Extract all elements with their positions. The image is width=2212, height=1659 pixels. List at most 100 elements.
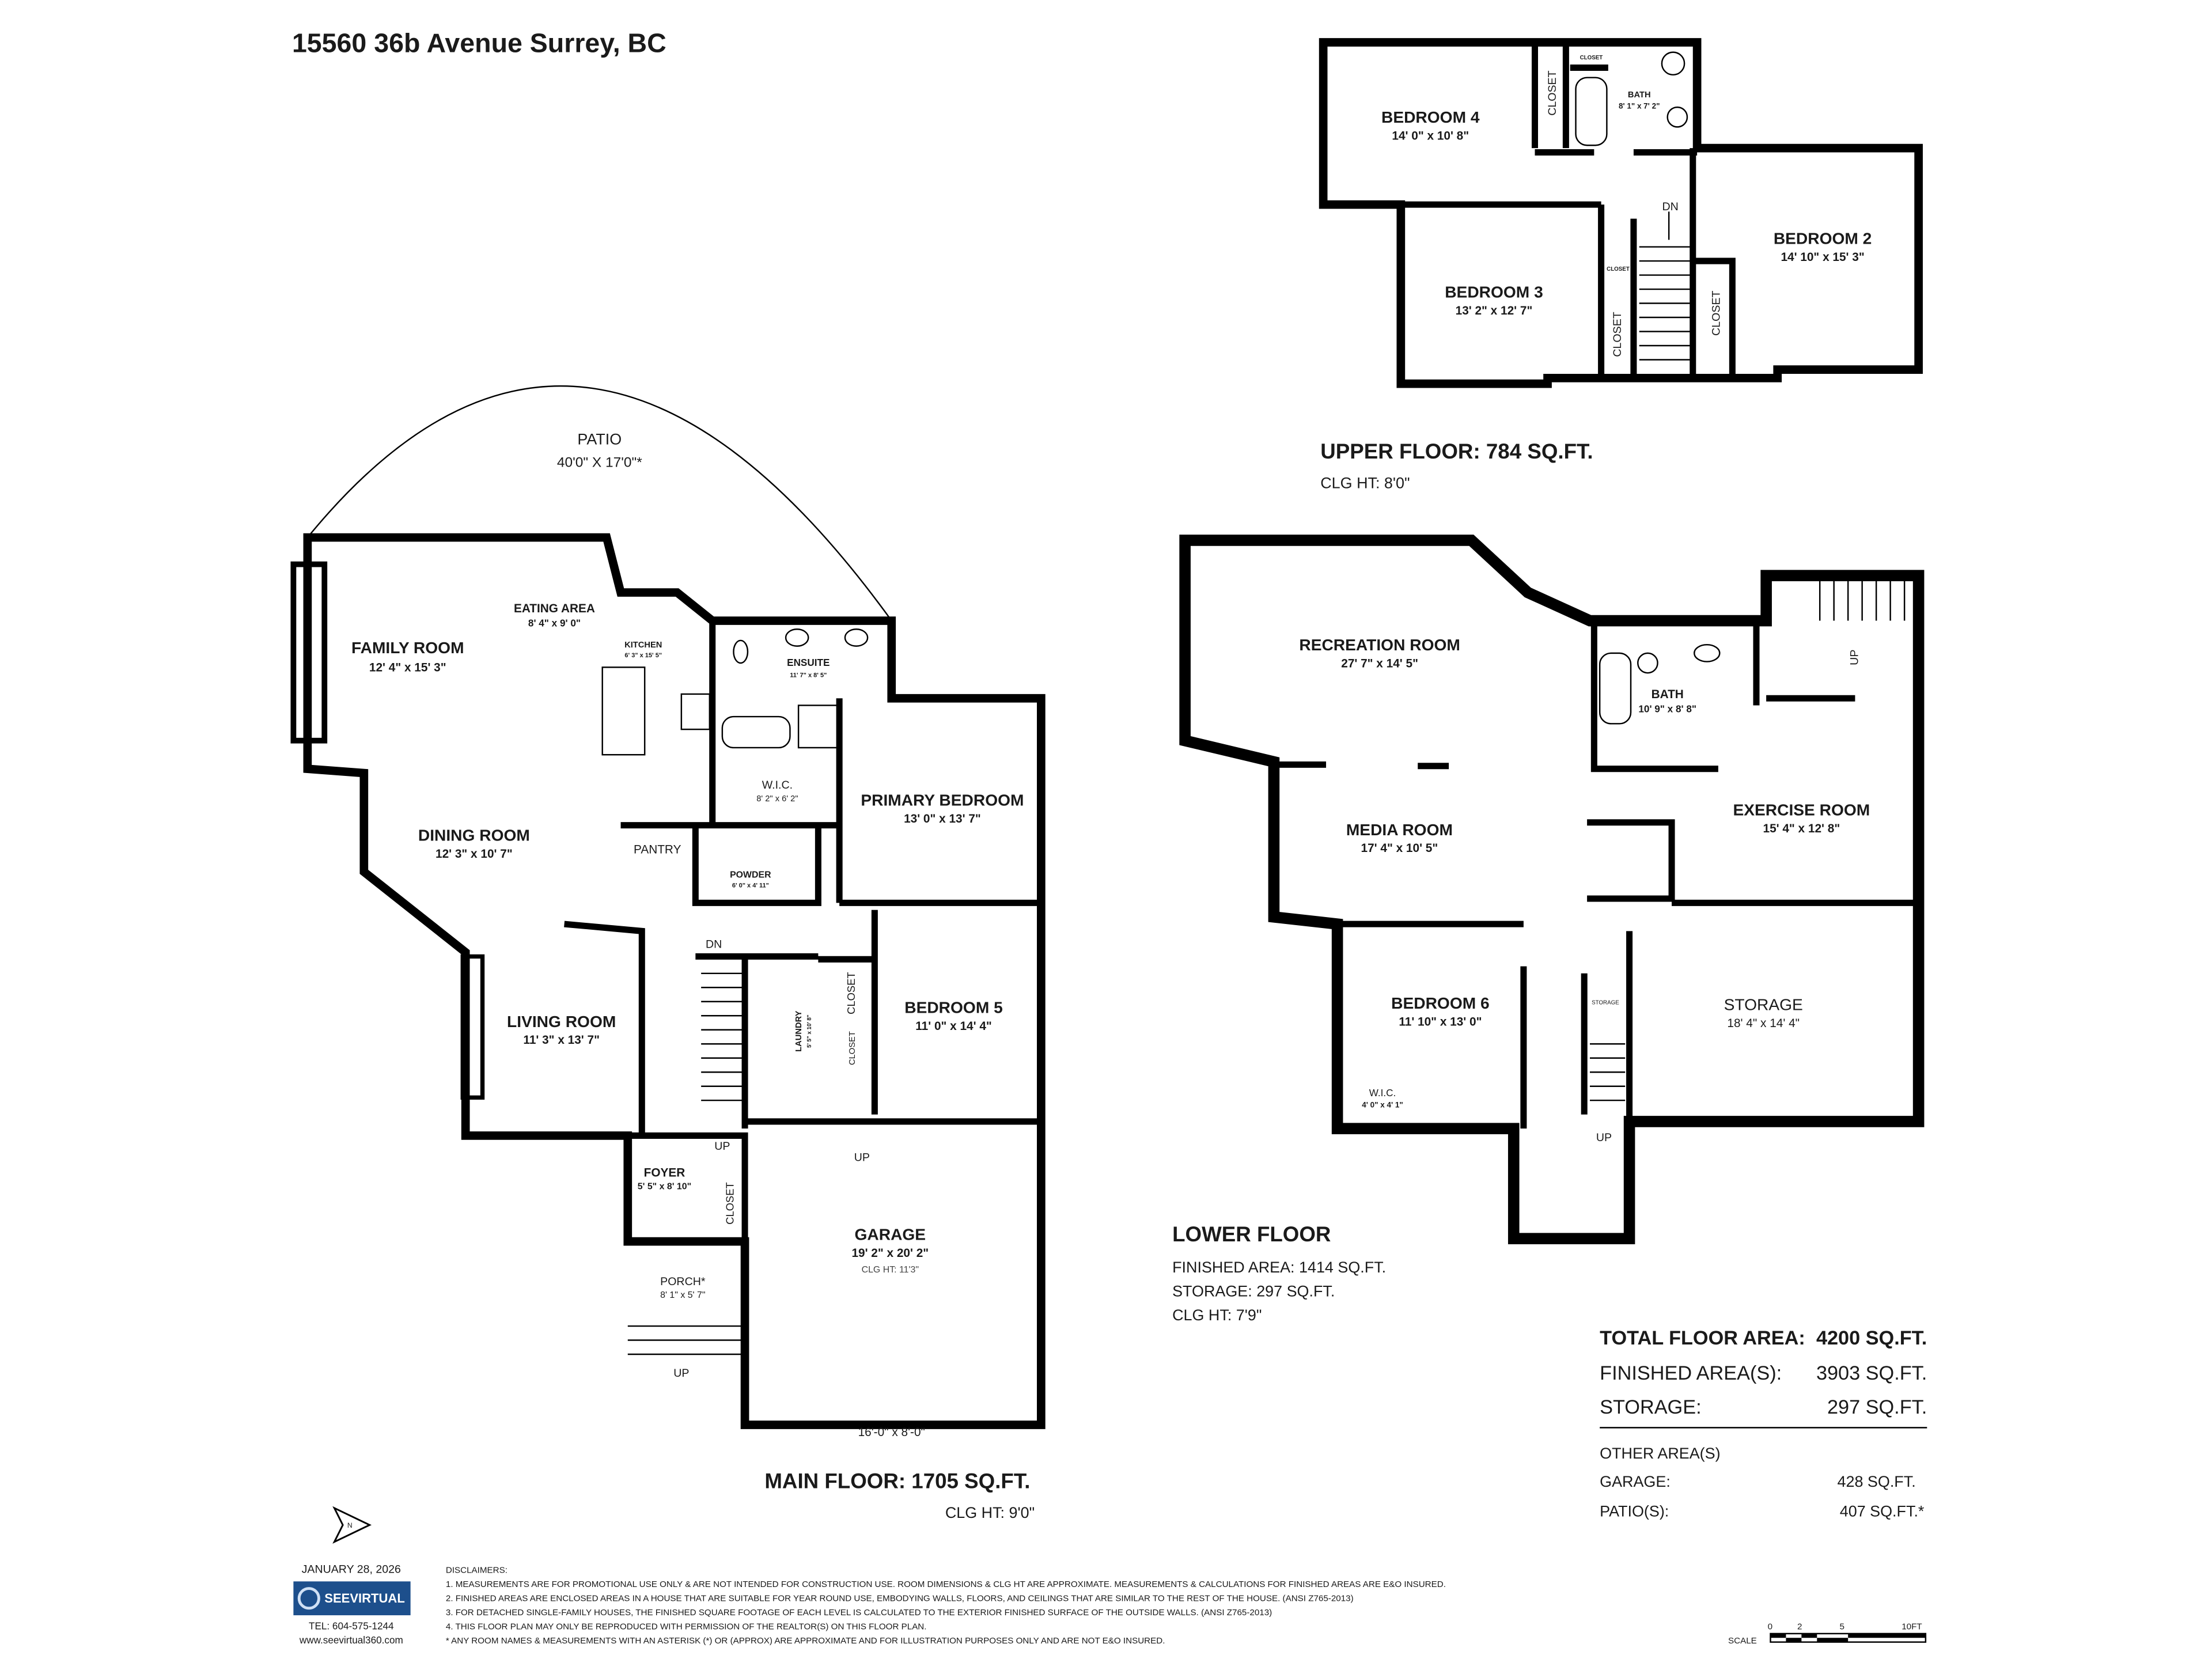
room-dimensions: 14' 0" x 10' 8" bbox=[1392, 129, 1469, 142]
room-label: POWDER bbox=[730, 870, 771, 880]
room-label: PANTRY bbox=[634, 843, 681, 857]
svg-text:* ANY ROOM NAMES & MEASUREMENT: * ANY ROOM NAMES & MEASUREMENTS WITH AN … bbox=[446, 1636, 1165, 1646]
room-label: W.I.C. bbox=[762, 779, 793, 791]
room-dimensions: 18' 4" x 14' 4" bbox=[1727, 1017, 1800, 1030]
garage-area-label: GARAGE: bbox=[1600, 1473, 1671, 1490]
room-dimensions: 8' 1" x 7' 2" bbox=[1619, 102, 1660, 111]
room-label: BEDROOM 3 bbox=[1445, 283, 1543, 301]
room-label: FOYER bbox=[644, 1166, 685, 1179]
svg-text:3. FOR DETACHED SINGLE-FAMILY: 3. FOR DETACHED SINGLE-FAMILY HOUSES, TH… bbox=[446, 1608, 1272, 1618]
lower-floor-title: LOWER FLOOR bbox=[1172, 1222, 1331, 1246]
stair-up-label: UP bbox=[1848, 650, 1861, 665]
svg-text:4. THIS FLOOR PLAN MAY ONLY BE: 4. THIS FLOOR PLAN MAY ONLY BE REPRODUCE… bbox=[446, 1622, 927, 1632]
room-label: GARAGE bbox=[855, 1226, 926, 1244]
patio-outline bbox=[306, 385, 892, 622]
storage-area-value: 297 SQ.FT. bbox=[1827, 1396, 1927, 1418]
room-dimensions: 11' 3" x 13' 7" bbox=[523, 1033, 600, 1047]
storage-area-label: STORAGE: bbox=[1600, 1396, 1701, 1418]
svg-text:SEEVIRTUAL: SEEVIRTUAL bbox=[324, 1591, 405, 1605]
stair-up-label: UP bbox=[673, 1367, 689, 1380]
room-dimensions: 19' 2" x 20' 2" bbox=[851, 1247, 929, 1260]
main-floor-area: MAIN FLOOR: 1705 SQ.FT. bbox=[764, 1469, 1030, 1493]
room-dimensions: 17' 4" x 10' 5" bbox=[1361, 842, 1438, 855]
room-label: MEDIA ROOM bbox=[1346, 821, 1453, 839]
room-label: KITCHEN bbox=[624, 641, 662, 650]
room-dimensions: 5' 5" x 8' 10" bbox=[638, 1181, 691, 1191]
stair-dn-label: DN bbox=[1662, 200, 1678, 213]
room-dimensions: 14' 10" x 15' 3" bbox=[1781, 251, 1864, 264]
room-dimensions: 15' 4" x 12' 8" bbox=[1763, 822, 1840, 835]
room-dimensions: 8' 2" x 6' 2" bbox=[756, 794, 798, 804]
room-dimensions: 10' 9" x 8' 8" bbox=[1638, 703, 1696, 715]
room-dimensions: 4' 0" x 4' 1" bbox=[1362, 1100, 1403, 1109]
room-label: RECREATION ROOM bbox=[1299, 636, 1460, 654]
stair-up-label: UP bbox=[714, 1140, 730, 1153]
svg-text:N: N bbox=[347, 1521, 353, 1529]
room-label: BEDROOM 4 bbox=[1381, 108, 1480, 126]
closet-label: CLOSET bbox=[1580, 55, 1603, 61]
room-dimensions: 6' 0" x 4' 11" bbox=[732, 882, 769, 889]
lower-floor-plan: RECREATION ROOM 27' 7" x 14' 5" BATH 10'… bbox=[1179, 535, 1925, 1244]
room-dimensions: 13' 2" x 12' 7" bbox=[1456, 304, 1533, 317]
closet-label: CLOSET bbox=[724, 1182, 736, 1224]
lower-storage-area: STORAGE: 297 SQ.FT. bbox=[1172, 1283, 1335, 1300]
room-label: BEDROOM 5 bbox=[904, 998, 1003, 1016]
patio-area-value: 407 SQ.FT.* bbox=[1840, 1503, 1925, 1520]
svg-text:SCALE: SCALE bbox=[1728, 1636, 1757, 1646]
closet-label: CLOSET bbox=[1710, 290, 1722, 335]
garage-area-value: 428 SQ.FT. bbox=[1838, 1473, 1916, 1490]
total-area-label: TOTAL FLOOR AREA: bbox=[1600, 1327, 1805, 1349]
property-address: 15560 36b Avenue Surrey, BC bbox=[292, 28, 666, 58]
room-label: LAUNDRY bbox=[794, 1010, 804, 1051]
lower-ceiling: CLG HT: 7'9" bbox=[1172, 1306, 1262, 1324]
room-label: LIVING ROOM bbox=[507, 1013, 616, 1031]
room-label: BATH bbox=[1652, 688, 1684, 701]
lower-finished-area: FINISHED AREA: 1414 SQ.FT. bbox=[1172, 1259, 1386, 1276]
scale-bar: SCALE 0 2 5 10FT bbox=[1728, 1622, 1927, 1646]
room-label: STORAGE bbox=[1724, 995, 1803, 1013]
disclaimers: DISCLAIMERS: 1. MEASUREMENTS ARE FOR PRO… bbox=[446, 1566, 1446, 1646]
svg-text:2. FINISHED AREAS ARE ENCLOSED: 2. FINISHED AREAS ARE ENCLOSED AREAS IN … bbox=[446, 1594, 1354, 1604]
room-label: ENSUITE bbox=[787, 657, 830, 668]
room-dimensions: 27' 7" x 14' 5" bbox=[1341, 657, 1418, 670]
website-link[interactable]: www.seevirtual360.com bbox=[299, 1634, 403, 1646]
other-areas-label: OTHER AREA(S) bbox=[1600, 1445, 1720, 1462]
total-area-value: 4200 SQ.FT. bbox=[1816, 1327, 1927, 1349]
room-label: EXERCISE ROOM bbox=[1733, 801, 1870, 819]
svg-text:1. MEASUREMENTS ARE FOR PROMOT: 1. MEASUREMENTS ARE FOR PROMOTIONAL USE … bbox=[446, 1580, 1446, 1589]
room-dimensions: 8' 1" x 5' 7" bbox=[660, 1290, 705, 1300]
room-label: PORCH* bbox=[660, 1275, 706, 1288]
stair-up-label: UP bbox=[854, 1152, 870, 1164]
room-label: EATING AREA bbox=[514, 602, 595, 615]
svg-text:0: 0 bbox=[1768, 1622, 1772, 1632]
svg-text:10FT: 10FT bbox=[1902, 1622, 1922, 1632]
patio-area-label: PATIO(S): bbox=[1600, 1503, 1669, 1520]
seevirtual-logo[interactable]: SEEVIRTUAL bbox=[293, 1581, 411, 1616]
room-label: FAMILY ROOM bbox=[351, 639, 464, 657]
room-dimensions: 6' 3" x 15' 5" bbox=[624, 652, 662, 659]
svg-text:5: 5 bbox=[1839, 1622, 1844, 1632]
room-label: PRIMARY BEDROOM bbox=[861, 791, 1024, 809]
room-dimensions: 11' 0" x 14' 4" bbox=[915, 1020, 992, 1033]
room-label: BEDROOM 2 bbox=[1774, 230, 1872, 248]
compass-icon: N bbox=[332, 1506, 372, 1544]
closet-label: CLOSET bbox=[845, 972, 857, 1014]
main-floor-ceiling: CLG HT: 9'0" bbox=[945, 1504, 1035, 1521]
room-label: DINING ROOM bbox=[418, 827, 530, 844]
plan-date: JANUARY 28, 2026 bbox=[302, 1563, 401, 1576]
stair-up-label: UP bbox=[1596, 1131, 1612, 1144]
upper-floor-ceiling: CLG HT: 8'0" bbox=[1320, 474, 1410, 491]
closet-label: CLOSET bbox=[1607, 266, 1630, 272]
room-dimensions: 8' 4" x 9' 0" bbox=[528, 617, 581, 628]
closet-label: CLOSET bbox=[1611, 312, 1624, 357]
phone-number: TEL: 604-575-1244 bbox=[309, 1620, 394, 1632]
garage-door-size: 16'-0" x 8'-0" bbox=[858, 1426, 925, 1439]
svg-text:DISCLAIMERS:: DISCLAIMERS: bbox=[446, 1566, 507, 1575]
finished-area-value: 3903 SQ.FT. bbox=[1816, 1362, 1927, 1384]
room-dimensions: 13' 0" x 13' 7" bbox=[904, 812, 981, 825]
closet-label: CLOSET bbox=[848, 1031, 857, 1065]
garage-ceiling: CLG HT: 11'3" bbox=[862, 1265, 919, 1275]
room-label: BEDROOM 6 bbox=[1391, 994, 1490, 1012]
room-dimensions: 11' 10" x 13' 0" bbox=[1399, 1015, 1482, 1028]
